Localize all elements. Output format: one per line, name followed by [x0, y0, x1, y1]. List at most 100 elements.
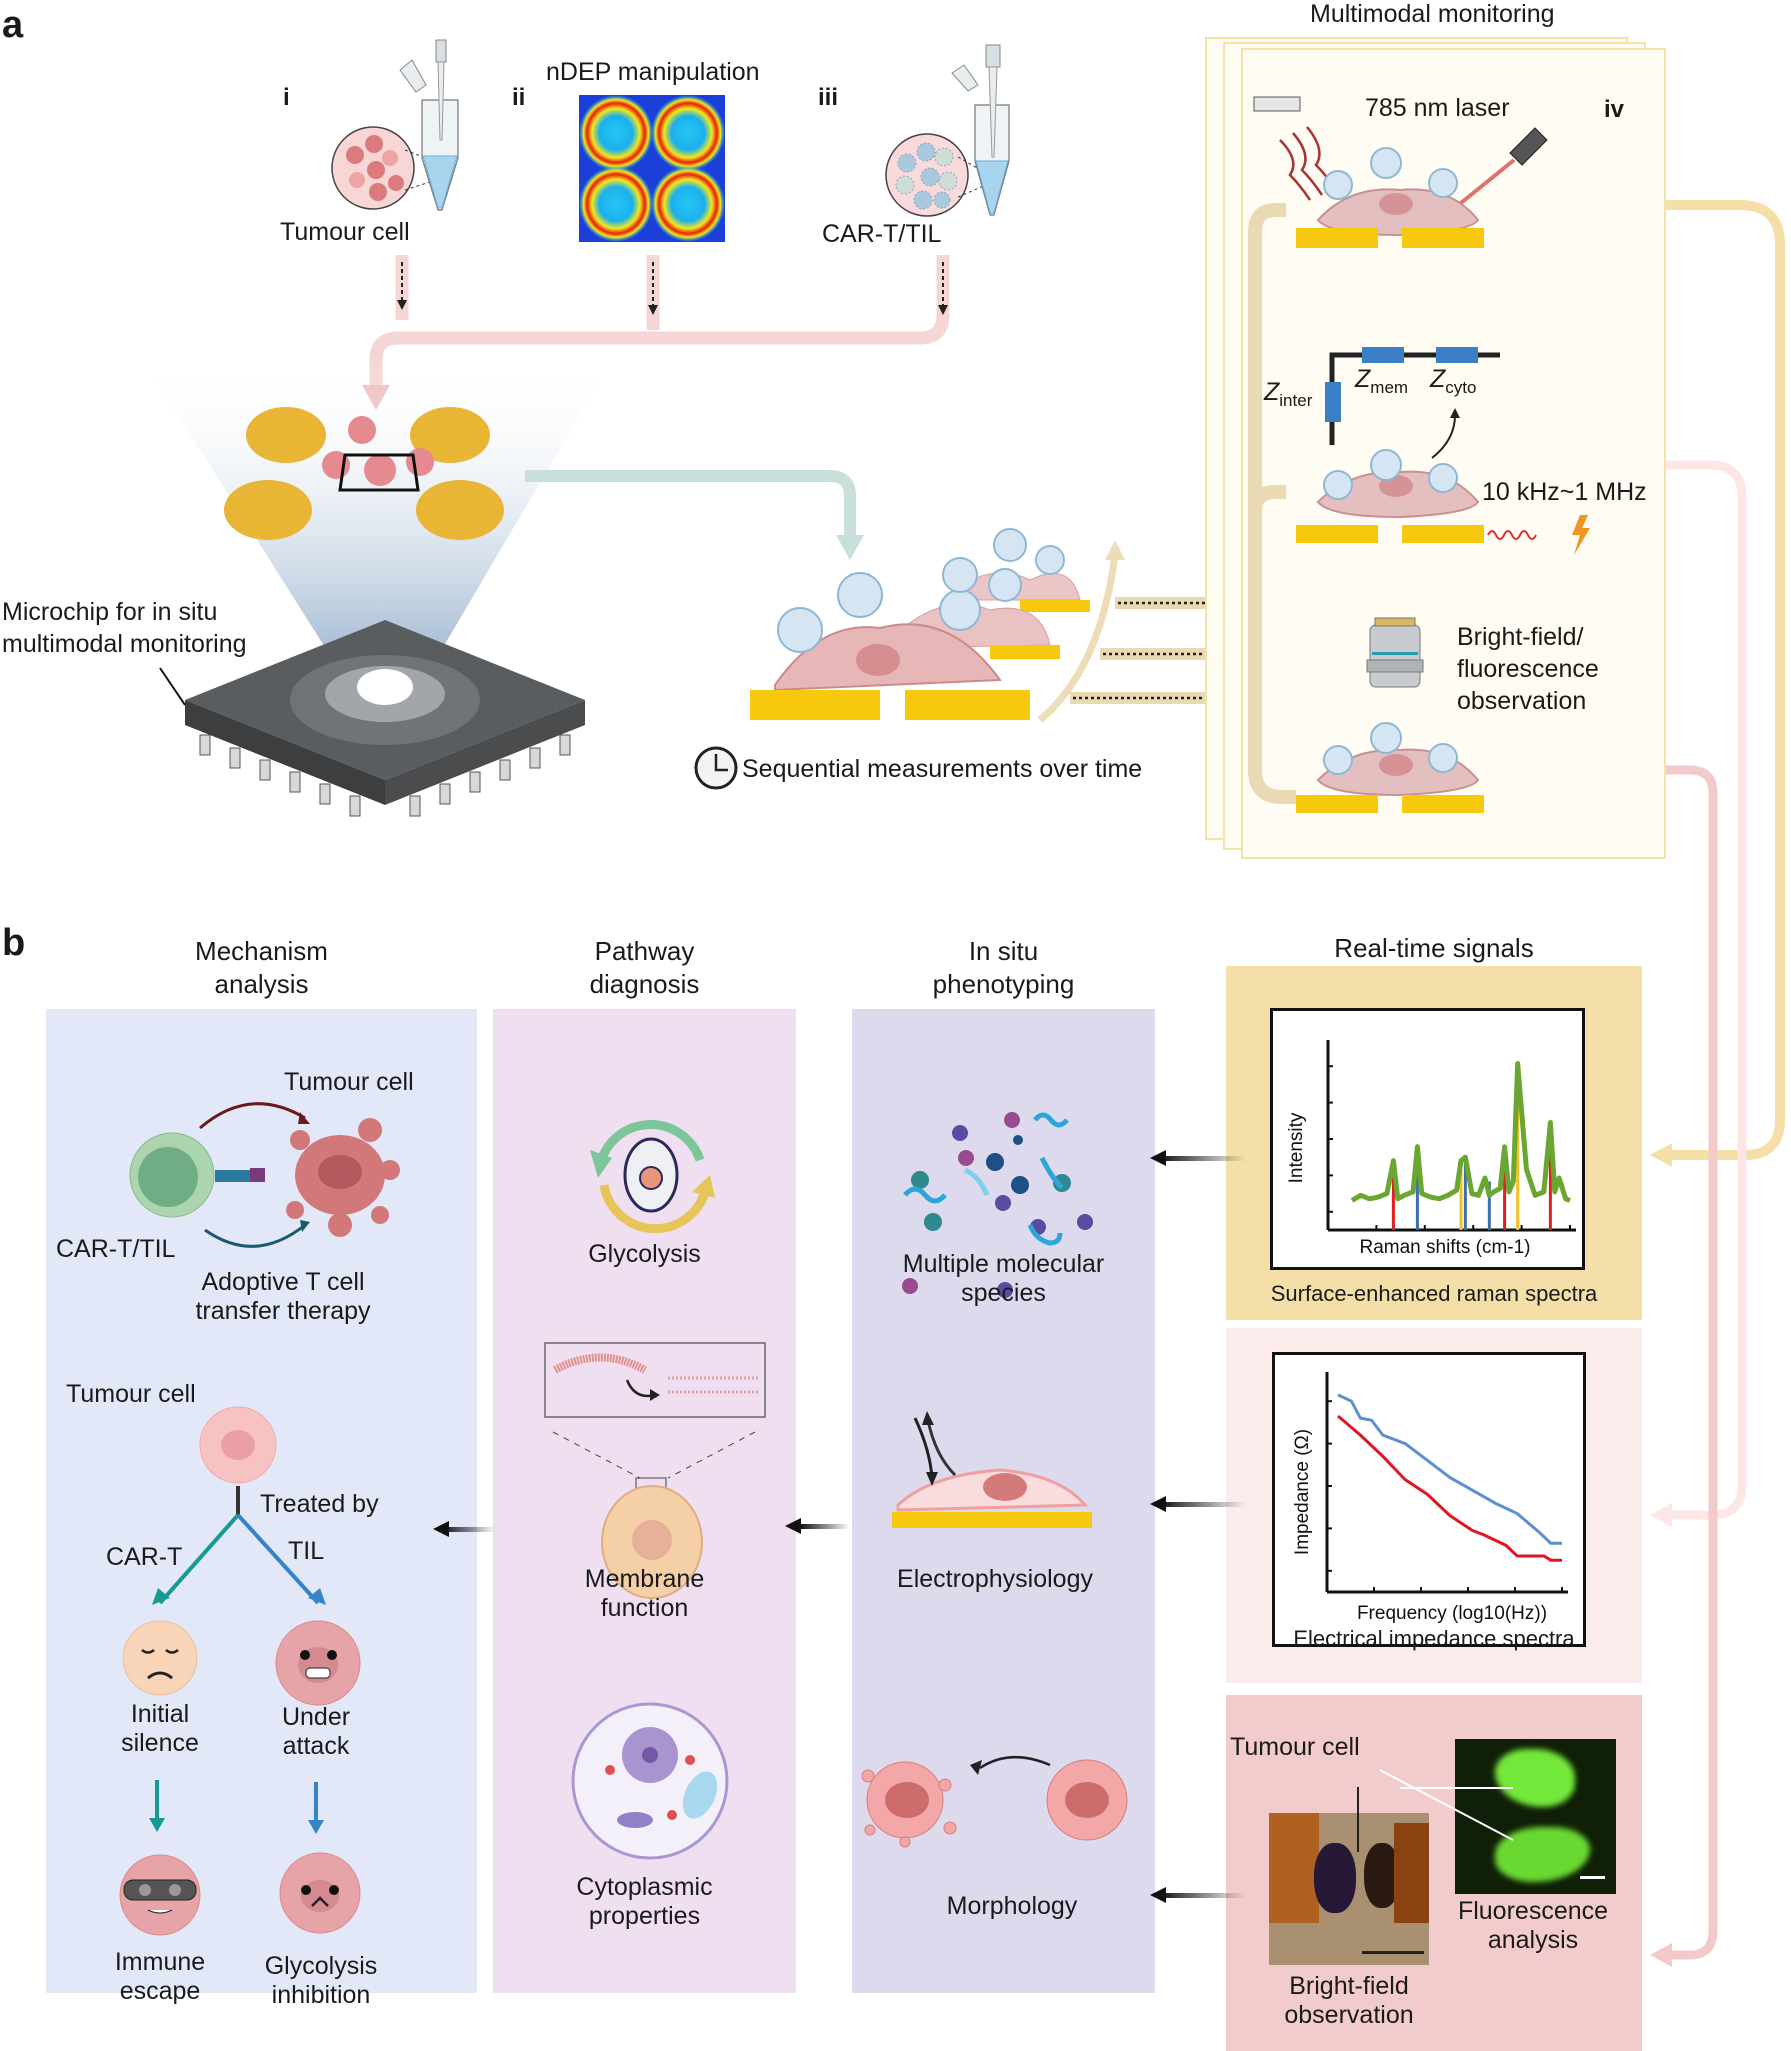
- lightning-icon: [1572, 515, 1590, 555]
- immune-escape-label: Immune escape: [100, 1948, 220, 2006]
- under-attack-label: Under attack: [256, 1703, 376, 1761]
- z-cyto-sub: cyto: [1445, 378, 1477, 397]
- panel-a-label: a: [2, 4, 24, 46]
- z-cyto-label: Zcyto: [1430, 365, 1476, 398]
- step-ii-label: nDEP manipulation: [546, 58, 760, 86]
- z-inter-symbol: Z: [1264, 378, 1280, 406]
- sers-caption: Surface-enhanced raman spectra: [1270, 1281, 1598, 1306]
- fluorescence-scale-bar: [1580, 1876, 1605, 1879]
- electrophysiology-icon: [892, 1411, 1092, 1528]
- z-mem-symbol: Z: [1355, 365, 1371, 393]
- membrane-line1: Membrane: [584, 1565, 705, 1593]
- glycolysis-cycle-icon: [590, 1120, 715, 1234]
- phenotyping-title: In situ phenotyping: [852, 935, 1155, 1000]
- initial-silence-line2: silence: [121, 1728, 199, 1757]
- mechanism-title: Mechanism analysis: [46, 935, 477, 1000]
- tumour-cell-sample-illustration: [331, 39, 459, 211]
- cytoplasmic-properties-label: Cytoplasmic properties: [493, 1873, 796, 1931]
- cytoplasmic-line2: properties: [588, 1901, 701, 1930]
- eis-caption: Electrical impedance spectra: [1293, 1626, 1575, 1651]
- clock-icon: [694, 746, 738, 790]
- under-attack-line2: attack: [282, 1731, 350, 1760]
- sers-chart: Intensity Raman shifts (cm-1): [1286, 1040, 1576, 1258]
- tree-tumour-cell-label: Tumour cell: [66, 1380, 196, 1408]
- membrane-zoom-icon: [544, 1342, 766, 1599]
- car-t-branch-label: CAR-T: [106, 1543, 183, 1571]
- pathway-title-line2: diagnosis: [589, 968, 700, 999]
- fluorescence-image: [1455, 1739, 1616, 1894]
- fluorescence-line1: Fluorescence: [1457, 1897, 1609, 1925]
- phenotyping-title-line1: In situ: [968, 936, 1039, 966]
- z-mem-label: Zmem: [1355, 365, 1408, 398]
- under-attack-line1: Under: [281, 1703, 351, 1731]
- immune-escape-line1: Immune: [114, 1948, 206, 1976]
- arrow-sers-to-phenotyping: [1150, 1150, 1246, 1166]
- immune-escape-line2: escape: [119, 1976, 201, 2005]
- electrophysiology-label: Electrophysiology: [897, 1565, 1093, 1593]
- glycolysis-inhibition-line1: Glycolysis: [264, 1952, 378, 1980]
- glycolysis-label: Glycolysis: [588, 1240, 701, 1268]
- z-inter-label: Zinter: [1264, 378, 1312, 411]
- observation-label-line3: observation: [1457, 687, 1587, 715]
- molecular-line1: Multiple molecular: [902, 1250, 1105, 1278]
- microchip-label-line1: Microchip for in situ: [2, 598, 218, 626]
- under-attack-cell-icon: [275, 1620, 361, 1706]
- step-iii-label: CAR-T/TIL: [822, 220, 942, 248]
- brightfield-line2: observation: [1284, 2000, 1414, 2029]
- cell-on-electrode-impedance: [1296, 449, 1590, 555]
- pathway-title: Pathway diagnosis: [493, 935, 796, 1000]
- laser-label: 785 nm laser: [1365, 94, 1510, 122]
- initial-silence-label: Initial silence: [100, 1700, 220, 1758]
- ndep-field-heatmap: [579, 95, 725, 242]
- z-mem-sub: mem: [1370, 378, 1409, 397]
- initial-silence-cell-icon: [122, 1620, 198, 1696]
- brightfield-image: [1269, 1813, 1429, 1965]
- tumour-cell-tree: [152, 1406, 326, 1605]
- arrow-eis-to-phenotyping: [1150, 1496, 1246, 1512]
- multimodal-monitoring-title: Multimodal monitoring: [1310, 0, 1555, 28]
- impedance-circuit-icon: [1325, 347, 1500, 459]
- fluorescence-analysis-label: Fluorescence analysis: [1443, 1897, 1623, 1955]
- sers-xlabel: Raman shifts (cm-1): [1359, 1237, 1530, 1258]
- t-cells: [777, 528, 1065, 653]
- membrane-line2: function: [600, 1593, 689, 1622]
- cell-on-electrode-imaging: [1296, 722, 1484, 813]
- glycolysis-inhibition-line2: inhibition: [271, 1980, 371, 2009]
- imaging-tumour-cell-label: Tumour cell: [1230, 1733, 1360, 1761]
- mech-tumour-cell-label: Tumour cell: [284, 1068, 414, 1096]
- panel-b-label: b: [2, 922, 26, 964]
- molecular-line2: species: [961, 1278, 1046, 1307]
- brightfield-observation-label: Bright-field observation: [1259, 1972, 1439, 2030]
- initial-silence-line1: Initial: [130, 1700, 190, 1728]
- step-iii-numeral: iii: [818, 84, 839, 111]
- eis-xlabel: Frequency (log10(Hz)): [1357, 1603, 1547, 1624]
- step-iv-numeral: iv: [1604, 96, 1625, 123]
- morphology-icon: [861, 1755, 1128, 1848]
- arrow-phenotyping-to-pathway: [785, 1518, 850, 1534]
- sequential-measurements-label: Sequential measurements over time: [742, 755, 1143, 783]
- arrow-imaging-to-phenotyping: [1150, 1887, 1246, 1903]
- sers-xlabel-text: Raman shifts (cm-1): [1359, 1237, 1530, 1258]
- pathway-title-line1: Pathway: [594, 936, 695, 966]
- series-line-upper: [1337, 1393, 1562, 1545]
- objective-lens-icon: [1366, 617, 1424, 688]
- eis-chart-frame: [1272, 1352, 1586, 1647]
- cytoplasm-cell-icon: [571, 1702, 729, 1860]
- step-ii-numeral: ii: [512, 84, 526, 111]
- layer-front: [750, 623, 1030, 720]
- chip-body: [185, 620, 585, 805]
- mechanism-title-line1: Mechanism: [195, 936, 328, 966]
- molecular-species-icon: [902, 1112, 1093, 1298]
- membrane-function-label: Membrane function: [493, 1565, 796, 1623]
- step-i-label: Tumour cell: [280, 218, 410, 246]
- sers-ylabel: Intensity: [1286, 1112, 1307, 1183]
- microchip-label-line2: multimodal monitoring: [2, 630, 247, 658]
- step-i-numeral: i: [283, 84, 290, 111]
